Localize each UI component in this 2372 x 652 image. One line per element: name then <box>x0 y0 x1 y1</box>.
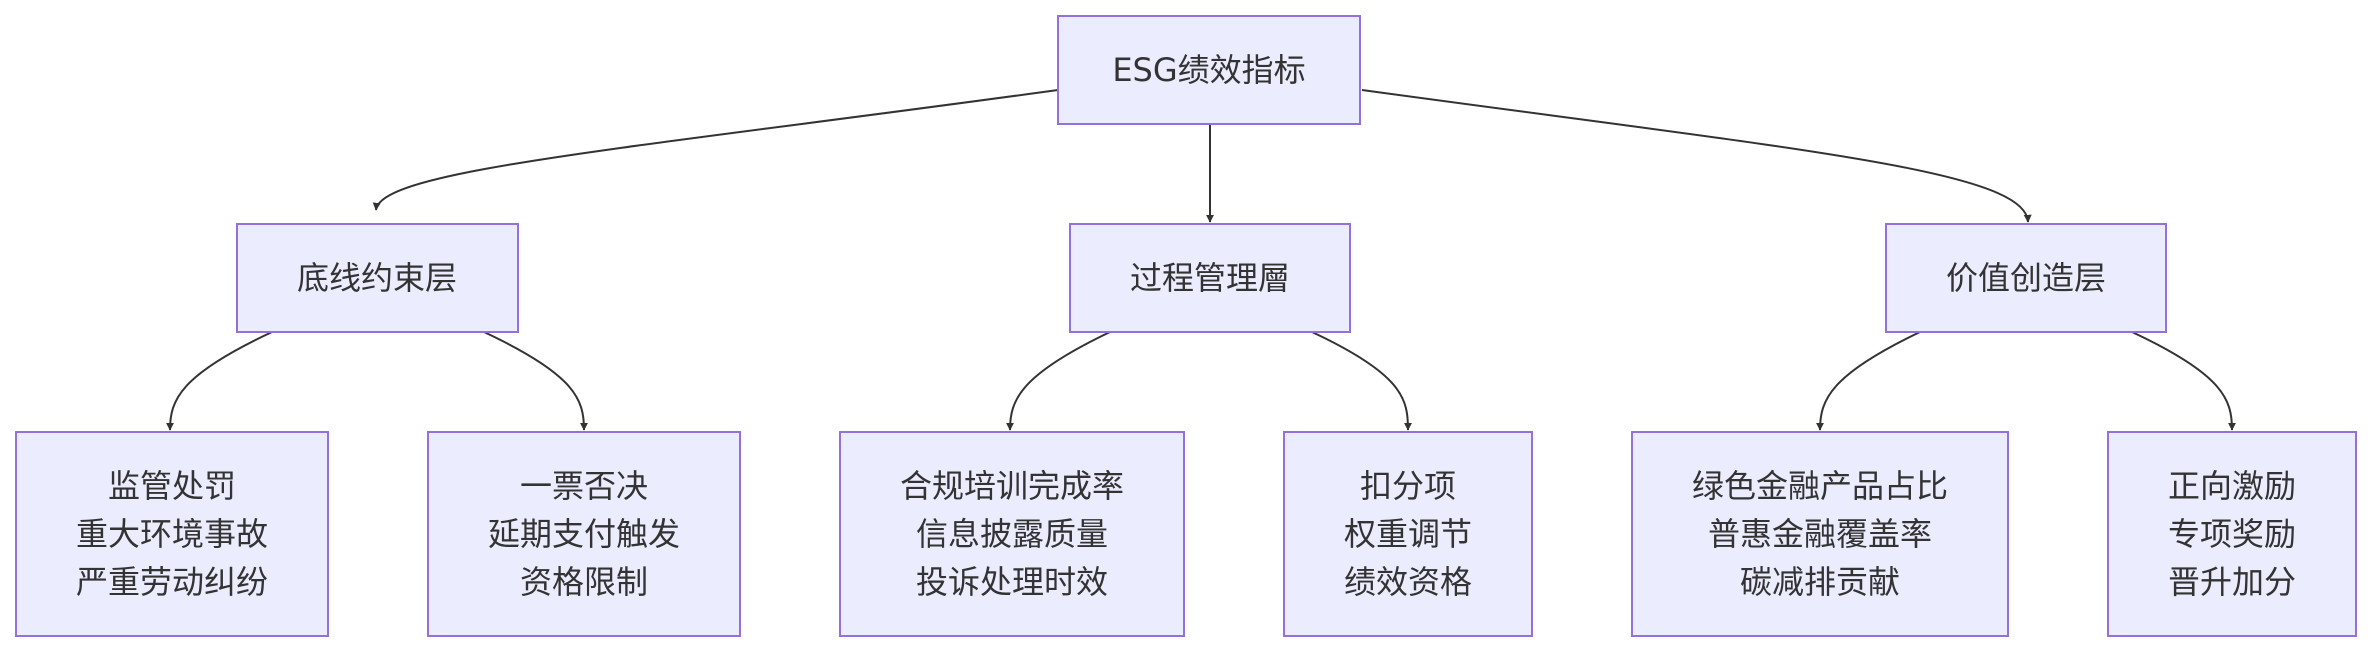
leaf-node-3-2-line-1: 正向激励 <box>2168 467 2296 505</box>
leaf-node-2-1-line-1: 合规培训完成率 <box>900 467 1124 505</box>
leaf-node-1-1: 监管处罚 重大环境事故 严重劳动纠纷 <box>15 431 329 637</box>
root-node-label: ESG绩效指标 <box>1112 51 1305 89</box>
edge-layer-1-to-leaf-1 <box>166 331 273 431</box>
edge-layer-2-to-leaf-2 <box>1311 331 1412 431</box>
layer-node-1: 底线约束层 <box>236 223 519 333</box>
leaf-node-3-2: 正向激励 专项奖励 晋升加分 <box>2107 431 2357 637</box>
leaf-node-3-2-line-2: 专项奖励 <box>2168 515 2296 553</box>
leaf-node-2-2-line-1: 扣分项 <box>1360 467 1456 505</box>
edge-layer-3-to-leaf-2 <box>2131 331 2236 431</box>
leaf-node-3-2-line-3: 晋升加分 <box>2168 563 2296 601</box>
leaf-node-2-1-line-3: 投诉处理时效 <box>916 563 1108 601</box>
root-node: ESG绩效指标 <box>1057 15 1361 125</box>
leaf-node-2-2: 扣分项 权重调节 绩效资格 <box>1283 431 1533 637</box>
layer-node-2: 过程管理層 <box>1069 223 1351 333</box>
leaf-node-3-1: 绿色金融产品占比 普惠金融覆盖率 碳减排贡献 <box>1631 431 2009 637</box>
edge-root-to-layer-1 <box>372 89 1059 211</box>
leaf-node-1-2-line-3: 资格限制 <box>520 563 648 601</box>
layer-node-2-label: 过程管理層 <box>1130 259 1290 297</box>
leaf-node-3-1-line-1: 绿色金融产品占比 <box>1692 467 1948 505</box>
leaf-node-2-2-line-2: 权重调节 <box>1344 515 1472 553</box>
layer-node-3: 价值创造层 <box>1885 223 2167 333</box>
leaf-node-1-1-line-3: 严重劳动纠纷 <box>76 563 268 601</box>
edges <box>166 89 2236 431</box>
leaf-node-2-1-line-2: 信息披露质量 <box>916 515 1108 553</box>
edge-layer-2-to-leaf-1 <box>1006 331 1111 431</box>
leaf-node-2-2-line-3: 绩效资格 <box>1344 563 1472 601</box>
leaf-node-2-1: 合规培训完成率 信息披露质量 投诉处理时效 <box>839 431 1185 637</box>
leaf-node-1-1-line-1: 监管处罚 <box>108 467 236 505</box>
edge-layer-3-to-leaf-1 <box>1816 331 1921 431</box>
leaf-node-1-2-line-1: 一票否决 <box>520 467 648 505</box>
leaf-node-1-2-line-2: 延期支付触发 <box>488 515 680 553</box>
leaf-node-3-1-line-2: 普惠金融覆盖率 <box>1708 515 1932 553</box>
layer-node-3-label: 价值创造层 <box>1946 259 2106 297</box>
edge-root-to-layer-3 <box>1361 89 2032 223</box>
leaf-node-1-1-line-2: 重大环境事故 <box>76 515 268 553</box>
edge-layer-1-to-leaf-2 <box>483 331 588 431</box>
leaf-node-3-1-line-3: 碳减排贡献 <box>1740 563 1900 601</box>
leaf-node-1-2: 一票否决 延期支付触发 资格限制 <box>427 431 741 637</box>
layer-node-1-label: 底线约束层 <box>297 259 457 297</box>
